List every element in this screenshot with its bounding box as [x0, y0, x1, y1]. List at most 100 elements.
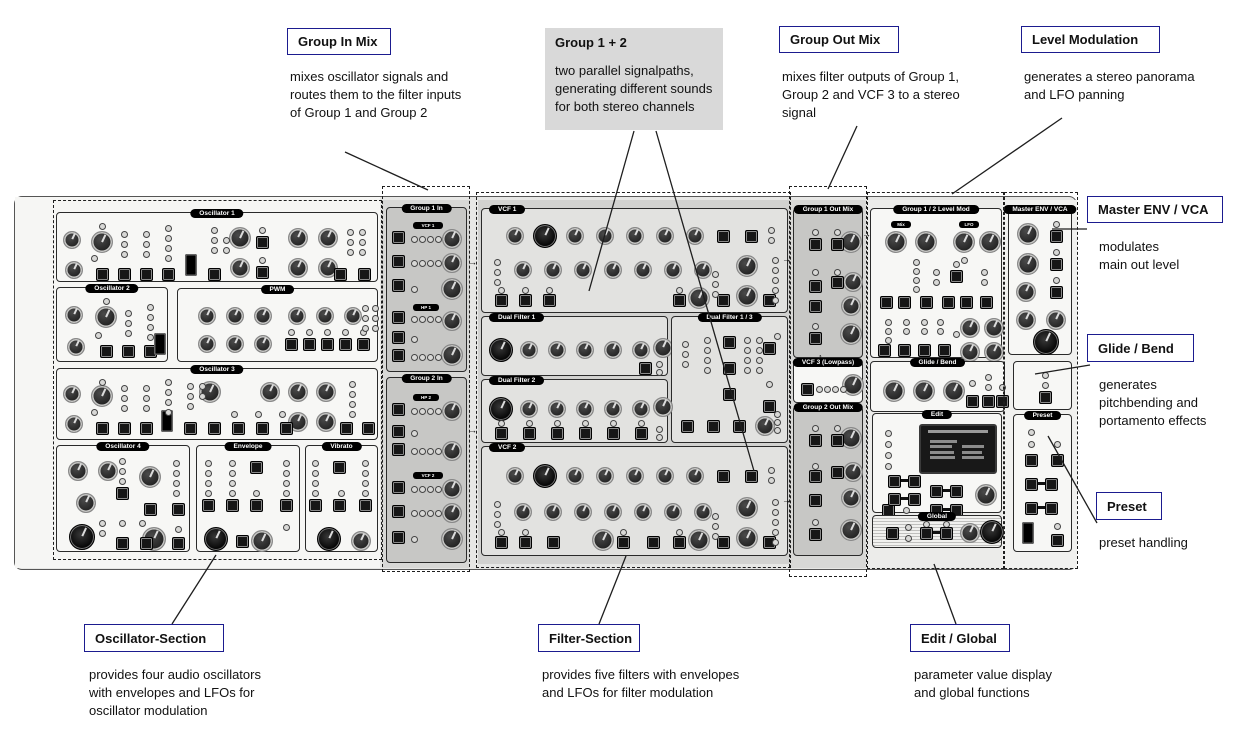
led [839, 385, 847, 393]
button [121, 344, 135, 358]
section-title-menv: Master ENV / VCA [1003, 205, 1077, 214]
led [771, 508, 779, 516]
callout-preset: Preset [1096, 492, 1162, 520]
knob [441, 528, 463, 550]
button [339, 421, 353, 435]
knob [226, 335, 244, 353]
knob [65, 306, 83, 324]
knob [288, 382, 308, 402]
button [235, 534, 249, 548]
led [172, 459, 180, 467]
knob [288, 258, 308, 278]
button [308, 498, 322, 512]
desc-edit-global: parameter value display and global funct… [914, 667, 1053, 700]
led [118, 457, 126, 465]
desc-group-1-2: two parallel signalpaths, generating dif… [555, 63, 713, 114]
label-bar: HP 2 [413, 394, 439, 401]
led [1041, 381, 1049, 389]
led [833, 268, 841, 276]
button [391, 230, 405, 244]
led [142, 404, 150, 412]
button-pair-bar [1030, 505, 1050, 509]
screen-header [928, 429, 988, 434]
button [143, 502, 157, 516]
tall-button [161, 410, 173, 432]
button [356, 337, 370, 351]
led [434, 235, 442, 243]
led [545, 286, 553, 294]
led [305, 328, 313, 336]
led [1027, 428, 1035, 436]
button [949, 269, 963, 283]
led [98, 519, 106, 527]
led [410, 335, 418, 343]
led [118, 519, 126, 527]
led [755, 356, 763, 364]
led [228, 479, 236, 487]
knob [596, 467, 614, 485]
big-knob [489, 397, 513, 421]
button [762, 341, 776, 355]
knob [442, 311, 462, 331]
button [391, 504, 405, 518]
section-osc2: Oscillator 2 [56, 284, 168, 362]
knob [230, 258, 250, 278]
led [980, 268, 988, 276]
button [320, 337, 334, 351]
tall-button [1022, 522, 1034, 544]
dashed-group-outline [867, 192, 1004, 569]
button [606, 426, 620, 440]
knob [548, 400, 566, 418]
knob [694, 503, 712, 521]
led [361, 489, 369, 497]
led [418, 235, 426, 243]
flow-arrow-icon: → [782, 495, 791, 505]
section-title-g2in: Group 2 In [401, 374, 452, 383]
led [146, 323, 154, 331]
led [912, 267, 920, 275]
led [311, 469, 319, 477]
section-title-env: Envelope [224, 442, 272, 451]
section-pwm: PWM [177, 285, 379, 362]
led [164, 398, 172, 406]
led [204, 459, 212, 467]
led [493, 520, 501, 528]
led [525, 419, 533, 427]
led [755, 336, 763, 344]
led [254, 410, 262, 418]
led [371, 304, 379, 312]
knob [441, 278, 463, 300]
led [102, 297, 110, 305]
knob [626, 467, 644, 485]
knob [1017, 253, 1039, 275]
led [773, 418, 781, 426]
callout-oscillator-section: Oscillator-Section [84, 624, 224, 652]
knob [229, 227, 251, 249]
callout-group-in-mix: Group In Mix [287, 28, 391, 55]
knob [975, 484, 997, 506]
button [171, 536, 185, 550]
knob [913, 380, 935, 402]
knob [1016, 282, 1036, 302]
knob [1046, 310, 1066, 330]
button [249, 460, 263, 474]
knob [688, 529, 710, 551]
led [902, 327, 910, 335]
button [897, 295, 911, 309]
knob [254, 307, 272, 325]
button [919, 295, 933, 309]
led [410, 509, 418, 517]
knob [351, 531, 371, 551]
section-osc4: Oscillator 4 [56, 442, 190, 552]
knob [76, 493, 96, 513]
led [410, 447, 418, 455]
section-g1out: Group 1 Out Mix [793, 205, 863, 358]
led [434, 485, 442, 493]
section-title-g1out: Group 1 Out Mix [793, 205, 863, 214]
button-pair-bar [893, 478, 913, 482]
led [410, 235, 418, 243]
dashed-group-outline [1004, 192, 1078, 569]
led [94, 331, 102, 339]
led [204, 469, 212, 477]
knob [979, 231, 1001, 253]
